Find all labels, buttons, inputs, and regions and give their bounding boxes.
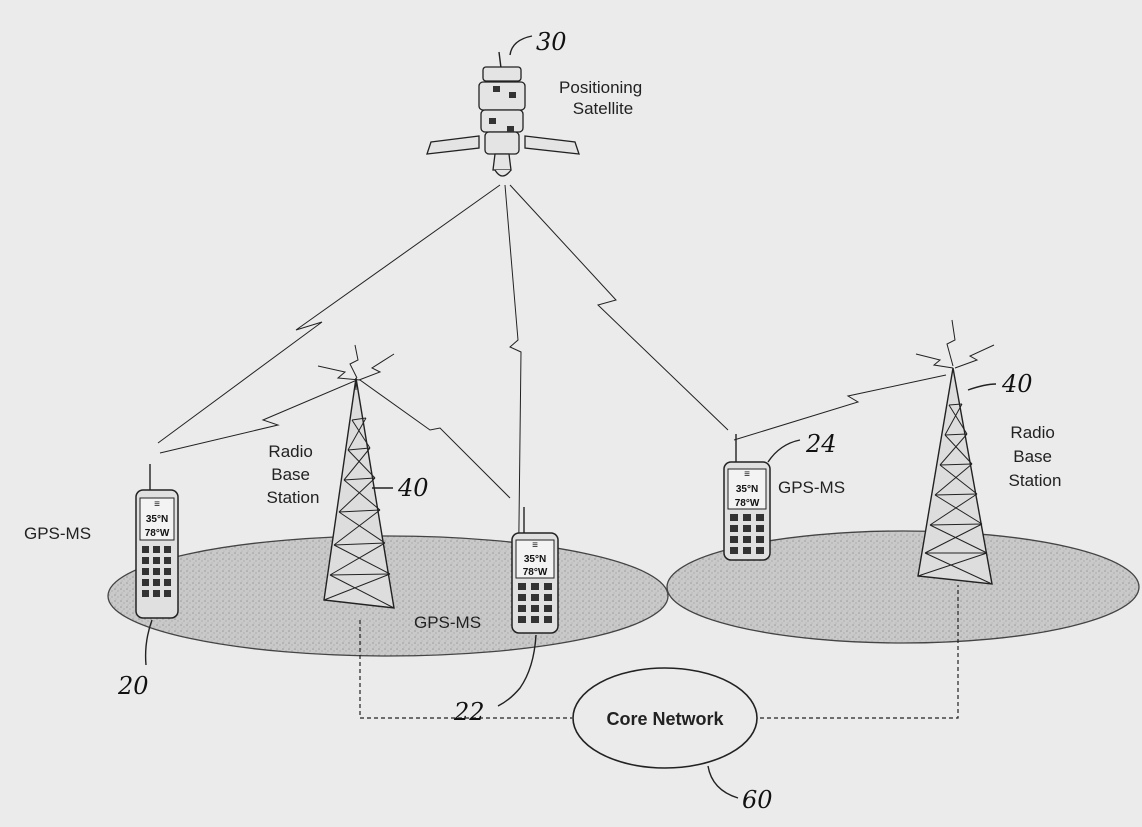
tower-link-right-to-phone-right [733, 374, 947, 441]
cell-coverage-right [666, 530, 1140, 644]
ref-phone-middle: 22 [453, 698, 485, 726]
core-network-node [572, 667, 758, 769]
svg-text:35°N: 35°N [524, 554, 546, 565]
gps-ms-middle-label: GPS-MS [414, 613, 481, 632]
gps-mobile-station-right-icon: ≡ 35°N 78°W [723, 434, 771, 561]
radio-base-station-left-icon [317, 344, 395, 609]
radio-base-station-right-icon [915, 319, 995, 585]
svg-text:35°N: 35°N [736, 484, 758, 495]
core-link-left-tower [359, 620, 572, 719]
core-network-leader [707, 765, 739, 799]
core-link-right-tower [760, 585, 959, 719]
satellite-link-right [509, 184, 729, 431]
ref-core-network: 60 [742, 786, 773, 814]
tower-right-leader [967, 383, 997, 391]
svg-text:78°W: 78°W [145, 528, 170, 539]
svg-text:≡: ≡ [532, 540, 538, 551]
svg-text:78°W: 78°W [523, 567, 548, 578]
base-station-left-label: Radio Base Station [267, 442, 320, 507]
ref-satellite: 30 [536, 28, 567, 56]
base-station-right-label: Radio Base Station [1009, 423, 1062, 490]
satellite-link-middle [504, 184, 522, 609]
ref-phone-left: 20 [117, 672, 149, 700]
phone-middle-leader [497, 634, 537, 707]
tower-link-left-to-phone-left [159, 379, 358, 454]
svg-text:35°N: 35°N [146, 514, 168, 525]
satellite-link-left [157, 184, 501, 444]
ref-tower-left: 40 [397, 474, 429, 502]
positioning-satellite-icon [426, 51, 580, 177]
svg-text:≡: ≡ [744, 469, 750, 480]
gps-mobile-station-left-icon: ≡ 35°N 78°W [135, 464, 179, 619]
gps-ms-right-label: GPS-MS [778, 478, 845, 497]
svg-text:78°W: 78°W [735, 498, 760, 509]
gps-ms-left-label: GPS-MS [24, 524, 91, 543]
tower-link-left-to-phone-middle [359, 379, 511, 499]
core-network-label: Core Network [606, 709, 724, 729]
gps-mobile-station-middle-icon: ≡ 35°N 78°W [511, 507, 559, 634]
ref-tower-right: 40 [1001, 370, 1033, 398]
phone-right-leader [767, 439, 801, 463]
ref-phone-right: 24 [805, 430, 837, 458]
phone-left-leader [144, 619, 153, 666]
satellite-leader-line [509, 35, 533, 56]
svg-text:≡: ≡ [154, 499, 160, 510]
satellite-label: Positioning Satellite [559, 78, 647, 118]
